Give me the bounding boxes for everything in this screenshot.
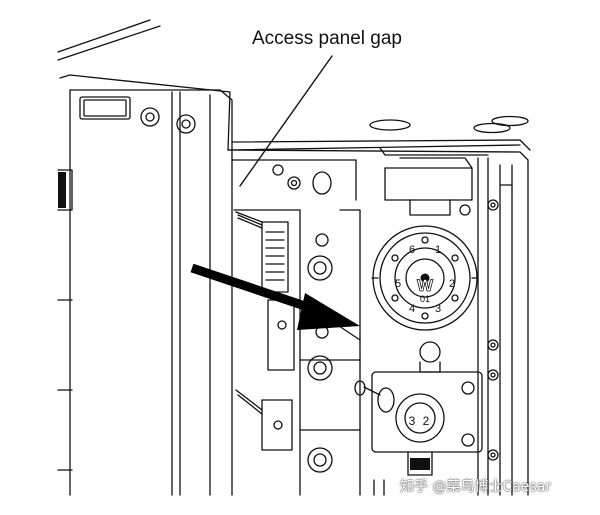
valve-letter: W (417, 276, 434, 295)
watermark: 知乎 @菜鸟博士Caesar (400, 479, 552, 495)
upper-rotary-valve (371, 225, 479, 331)
valve-port-label-3: 3 (435, 303, 441, 315)
spring-hinge (235, 211, 295, 451)
callout-leader-line (239, 55, 333, 187)
valve-number: 01 (420, 294, 430, 304)
valve-labels: 1 2 3 4 5 6 W 01 3 2 (395, 244, 455, 428)
right-column (477, 157, 513, 496)
valve-port-label-5: 5 (395, 278, 401, 290)
front-door (57, 89, 233, 496)
lower-valve-digit-1: 3 (409, 414, 416, 428)
valve-bracket (384, 157, 473, 216)
valve-port-label-2: 2 (449, 278, 455, 290)
valve-port-label-1: 1 (435, 244, 441, 256)
valve-port-label-4: 4 (409, 303, 415, 315)
callout-label: Access panel gap (252, 28, 402, 49)
filled-details (58, 172, 430, 470)
top-cover (57, 19, 531, 496)
valve-port-label-6: 6 (409, 244, 415, 256)
lower-valve (354, 341, 483, 496)
lower-valve-digit-2: 2 (423, 414, 430, 428)
direction-arrow (190, 263, 360, 330)
chassis-frame (231, 159, 361, 496)
